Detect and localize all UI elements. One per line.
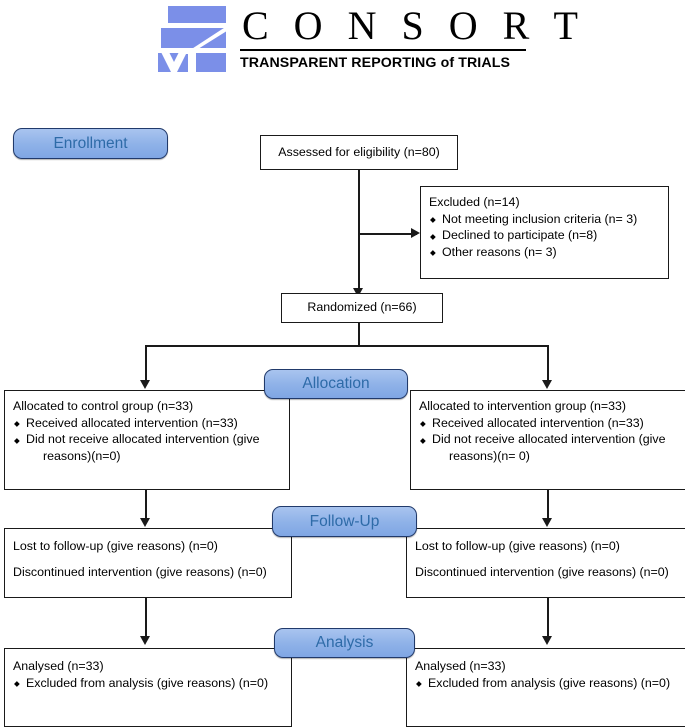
connector-split-left (145, 345, 147, 382)
follow-right-line-1: Lost to follow-up (give reasons) (n=0) (415, 539, 620, 553)
consort-logo-icon (158, 6, 230, 74)
excluded-item-2: Other reasons (n= 3) (429, 244, 660, 261)
arrowhead-alloc-left (140, 380, 150, 389)
connector-alloc-to-follow-left (145, 490, 147, 521)
analysis-right-title: Analysed (n=33) (415, 659, 506, 673)
alloc-right-item-1: Did not receive allocated intervention (… (419, 431, 685, 448)
connector-follow-to-analysis-left (145, 598, 147, 638)
follow-left-line-1: Lost to follow-up (give reasons) (n=0) (13, 539, 218, 553)
box-allocation-intervention: Allocated to intervention group (n=33) R… (410, 390, 685, 490)
box-analysis-intervention: Analysed (n=33) Excluded from analysis (… (406, 648, 685, 727)
alloc-right-item-1-cont: reasons)(n= 0) (449, 448, 530, 463)
box-followup-intervention: Lost to follow-up (give reasons) (n=0) D… (406, 528, 685, 598)
follow-left-line-2: Discontinued intervention (give reasons)… (13, 564, 267, 579)
excluded-item-1: Declined to participate (n=8) (429, 227, 660, 244)
consort-logo-header: C O N S O R T TRANSPARENT REPORTING of T… (158, 3, 586, 80)
alloc-left-item-0: Received allocated intervention (n=33) (13, 415, 281, 432)
alloc-right-item-0: Received allocated intervention (n=33) (419, 415, 685, 432)
box-randomized: Randomized (n=66) (281, 293, 443, 323)
arrowhead-to-excluded (411, 228, 420, 238)
excluded-item-0: Not meeting inclusion criteria (n= 3) (429, 211, 660, 228)
alloc-left-title: Allocated to control group (n=33) (13, 399, 194, 413)
analysis-left-title: Analysed (n=33) (13, 659, 104, 673)
stage-label-enrollment: Enrollment (53, 134, 128, 152)
arrowhead-to-randomized (353, 288, 363, 297)
stage-badge-followup: Follow-Up (272, 506, 417, 537)
follow-right-line-2: Discontinued intervention (give reasons)… (415, 564, 669, 579)
alloc-left-item-1: Did not receive allocated intervention (… (13, 431, 281, 448)
connector-split-bar (145, 345, 549, 347)
analysis-right-item-0: Excluded from analysis (give reasons) (n… (415, 675, 685, 692)
alloc-left-item-1-cont: reasons)(n=0) (43, 448, 121, 463)
consort-wordmark: C O N S O R T TRANSPARENT REPORTING of T… (240, 3, 586, 71)
connector-alloc-to-follow-right (547, 490, 549, 521)
stage-badge-enrollment: Enrollment (13, 128, 168, 159)
arrowhead-follow-left (140, 518, 150, 527)
connector-to-excluded (358, 233, 417, 235)
analysis-left-item-0: Excluded from analysis (give reasons) (n… (13, 675, 283, 692)
logo-slash-icon (184, 24, 230, 54)
stage-label-analysis: Analysis (315, 634, 374, 651)
excluded-title: Excluded (n=14) (429, 195, 520, 209)
assessed-title: Assessed for eligibility (n=80) (278, 145, 440, 159)
box-followup-control: Lost to follow-up (give reasons) (n=0) D… (4, 528, 292, 598)
brand-divider (240, 49, 526, 51)
logo-check-icon (160, 50, 188, 74)
brand-title: C O N S O R T (242, 3, 586, 48)
arrowhead-analysis-right (542, 636, 552, 645)
stage-badge-analysis: Analysis (274, 628, 415, 658)
connector-randomized-stem (358, 323, 360, 346)
stage-label-followup: Follow-Up (309, 512, 380, 530)
stage-badge-allocation: Allocation (264, 369, 408, 399)
connector-split-right (547, 345, 549, 382)
arrowhead-follow-right (542, 518, 552, 527)
box-analysis-control: Analysed (n=33) Excluded from analysis (… (4, 648, 292, 727)
stage-label-allocation: Allocation (302, 375, 370, 392)
box-excluded: Excluded (n=14) Not meeting inclusion cr… (420, 186, 669, 279)
connector-follow-to-analysis-right (547, 598, 549, 638)
box-allocation-control: Allocated to control group (n=33) Receiv… (4, 390, 290, 490)
brand-tagline: TRANSPARENT REPORTING of TRIALS (240, 55, 511, 71)
box-assessed-for-eligibility: Assessed for eligibility (n=80) (260, 135, 458, 170)
randomized-title: Randomized (n=66) (307, 300, 417, 314)
arrowhead-alloc-right (542, 380, 552, 389)
arrowhead-analysis-left (140, 636, 150, 645)
alloc-right-title: Allocated to intervention group (n=33) (419, 399, 626, 413)
